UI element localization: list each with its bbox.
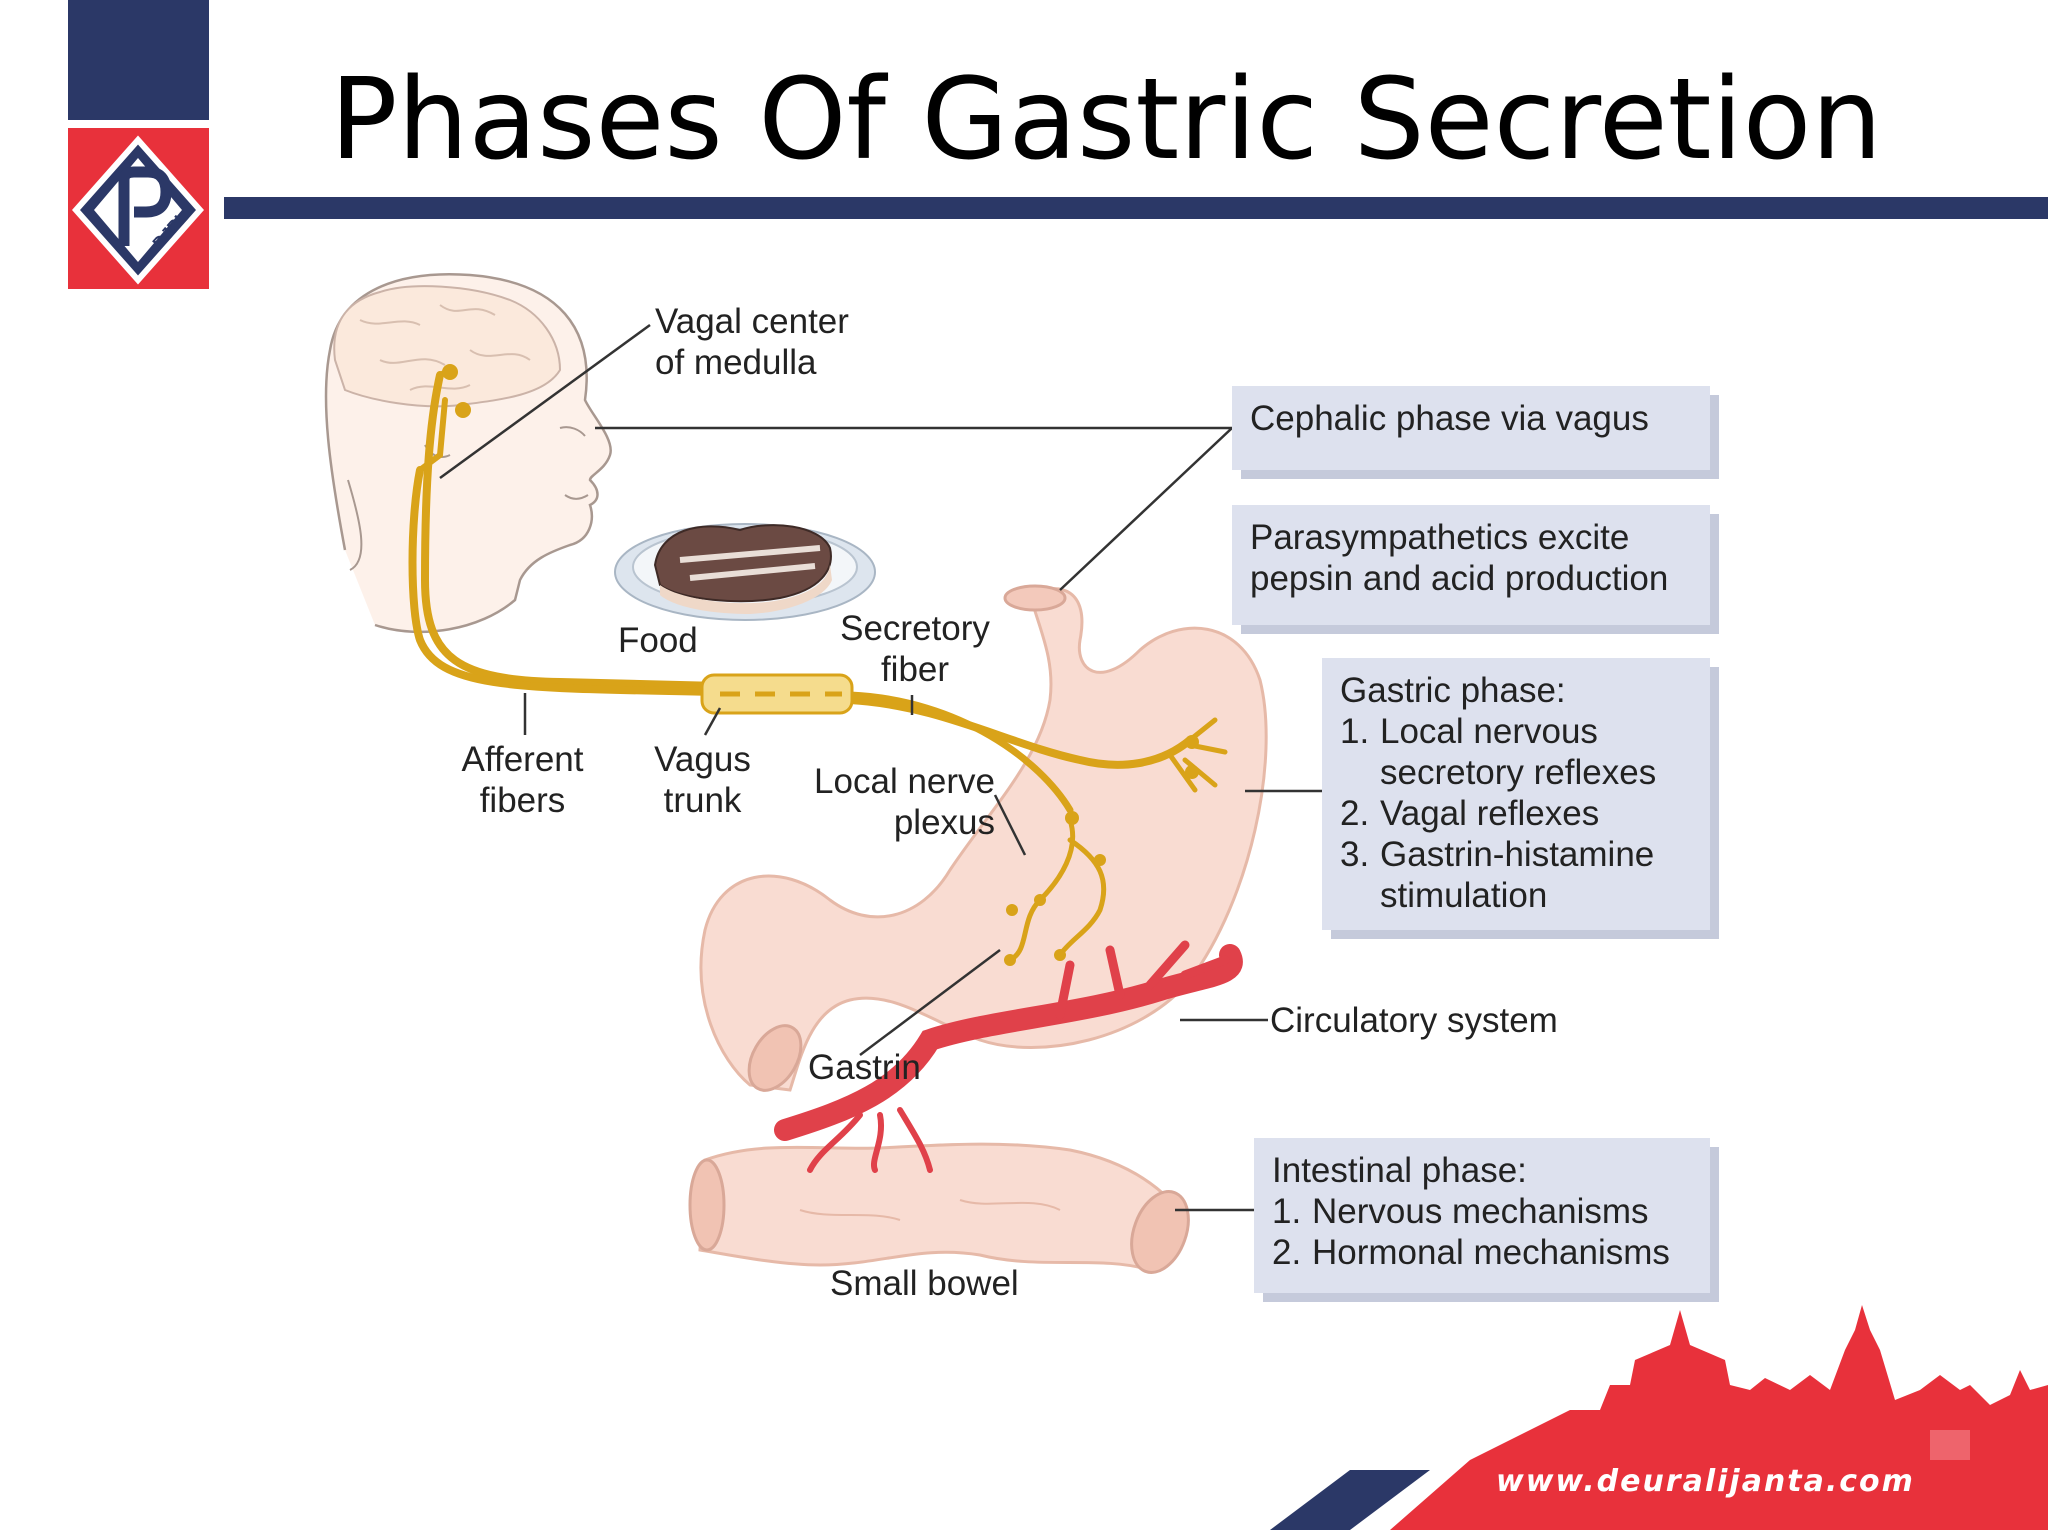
intestinal-phase-box: Intestinal phase: 1.Nervous mechanisms 2… (1254, 1138, 1710, 1293)
food-plate-illustration (614, 523, 876, 621)
gastric-item-1: 1.Local nervous (1340, 712, 1598, 751)
nerve-endings (442, 364, 1199, 966)
head-illustration (324, 273, 612, 634)
label-food: Food (618, 621, 698, 660)
intestinal-item-1: 1.Nervous mechanisms (1272, 1192, 1649, 1231)
nerve-pathways (408, 367, 1228, 963)
label-circulatory-system: Circulatory system (1270, 1001, 1558, 1040)
gastric-item-3: 3.Gastrin-histamine (1340, 835, 1655, 874)
label-vagal-center: Vagal center of medulla (655, 302, 849, 382)
intestinal-item-2: 2.Hormonal mechanisms (1272, 1233, 1670, 1272)
label-local-nerve-plexus: Local nerve plexus (814, 762, 995, 842)
logo-navy-block (68, 0, 209, 120)
label-gastrin: Gastrin (808, 1048, 921, 1087)
title-rule (224, 197, 2048, 219)
label-afferent-fibers: Afferent fibers (461, 740, 584, 820)
stomach-illustration (699, 584, 1268, 1092)
djpl-logo: DJPL (71, 135, 205, 285)
gastric-phase-box: Gastric phase: 1.Local nervous secretory… (1322, 658, 1710, 930)
small-bowel-illustration (688, 1142, 1190, 1274)
label-small-bowel: Small bowel (830, 1264, 1019, 1303)
slide-title: Phases Of Gastric Secretion (330, 55, 1883, 185)
footer-url: www.deuralijanta.com (1496, 1464, 1915, 1499)
gastric-item-2: 2.Vagal reflexes (1340, 794, 1600, 833)
parasympathetics-box: Parasympathetics excite pepsin and acid … (1232, 505, 1710, 625)
skyline-banner (1270, 1305, 2048, 1530)
gastric-heading: Gastric phase: (1340, 671, 1566, 710)
label-vagus-trunk: Vagus trunk (654, 740, 751, 820)
blood-vessel-illustration (774, 940, 1243, 1173)
vagus-trunk-sheath (700, 673, 854, 715)
intestinal-heading: Intestinal phase: (1272, 1151, 1527, 1190)
label-secretory-fiber: Secretory fiber (840, 609, 990, 689)
cephalic-phase-box: Cephalic phase via vagus (1232, 386, 1710, 470)
